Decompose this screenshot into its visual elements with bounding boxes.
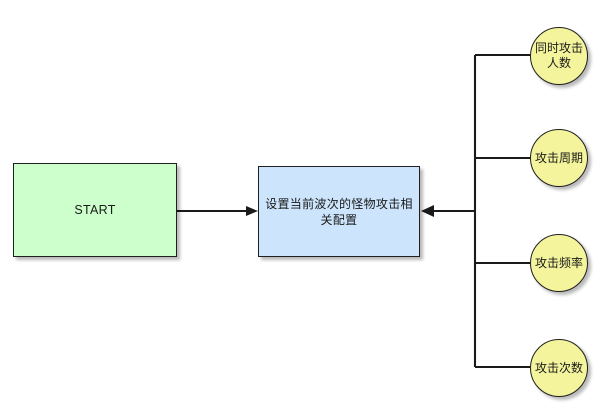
node-start-label: START: [74, 202, 116, 217]
node-attribute-3-label: 攻击次数: [534, 360, 583, 375]
node-start[interactable]: START: [13, 163, 177, 257]
arrow-head-into-process: [246, 206, 258, 216]
node-attribute-attack-cycle[interactable]: 攻击周期: [530, 129, 588, 187]
node-attribute-simultaneous-attackers[interactable]: 同时攻击 人数: [530, 27, 588, 85]
node-attribute-2-label: 攻击频率: [534, 255, 583, 270]
arrow-head-into-process-right: [421, 205, 434, 217]
node-process-attack-config[interactable]: 设置当前波次的怪物攻击相关配置: [258, 166, 420, 257]
node-attribute-attack-count[interactable]: 攻击次数: [530, 339, 588, 397]
node-attribute-0-label: 同时攻击 人数: [534, 41, 583, 70]
node-attribute-attack-frequency[interactable]: 攻击频率: [530, 234, 588, 292]
node-attribute-1-label: 攻击周期: [534, 150, 583, 165]
node-process-label: 设置当前波次的怪物攻击相关配置: [265, 196, 413, 227]
